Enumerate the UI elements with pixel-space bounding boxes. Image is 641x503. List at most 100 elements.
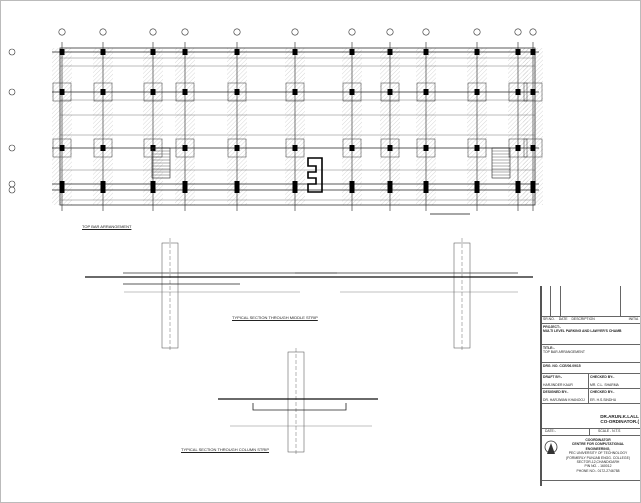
column	[59, 187, 65, 193]
lift-core	[307, 157, 323, 193]
checked-by-label: CHECKED BY:-	[590, 390, 615, 394]
column	[474, 49, 480, 55]
drop-panel	[523, 138, 543, 158]
checked-by: MR. C.L. SHARMA	[590, 383, 619, 387]
designed-by: DR. HARJIWAN KHANOOJ	[543, 398, 585, 402]
column	[234, 49, 240, 55]
column	[387, 49, 393, 55]
org-line: (FORMERLY PUNJAB ENGG. COLLEGE)	[566, 455, 630, 460]
column	[387, 89, 393, 95]
grid-bubble	[181, 28, 189, 36]
column	[530, 181, 536, 187]
column	[515, 145, 521, 151]
column	[515, 49, 521, 55]
drop-panel	[342, 82, 362, 102]
drop-panel	[52, 138, 72, 158]
drop-panel	[285, 138, 305, 158]
column	[100, 181, 106, 187]
org-line: CENTRE FOR COMPUTATIONAL	[571, 442, 625, 447]
column	[150, 49, 156, 55]
org-line: COORDINATOR	[585, 438, 611, 442]
column	[423, 145, 429, 151]
revision-headers: SR.NO. DATE DESCRIPTION INITIA	[542, 316, 640, 323]
drop-panel	[227, 82, 247, 102]
org-line: PHONE NO:- 0172-2746788	[576, 468, 620, 473]
revision-area	[542, 286, 640, 316]
column	[234, 187, 240, 193]
column	[292, 181, 298, 187]
drop-panel	[52, 82, 72, 102]
column	[100, 89, 106, 95]
staircase	[491, 147, 511, 179]
column	[387, 181, 393, 187]
column	[292, 89, 298, 95]
column	[515, 181, 521, 187]
column	[150, 187, 156, 193]
drawing-number: DRG. NO. CCE/06.09/15	[543, 364, 581, 368]
drop-panel	[342, 138, 362, 158]
column	[292, 145, 298, 151]
column	[234, 145, 240, 151]
project-label: PROJECT:-	[543, 325, 561, 329]
draft-by-label: DRAFT BY:-	[543, 375, 563, 379]
title-value: TOP BAR ARRANGEMENT	[543, 350, 585, 354]
scale: SCALE - N.T.S	[598, 429, 621, 433]
column	[530, 49, 536, 55]
column	[292, 187, 298, 193]
grid-bubble	[529, 28, 537, 36]
grid-bubble	[422, 28, 430, 36]
column	[423, 89, 429, 95]
column	[182, 49, 188, 55]
column	[150, 181, 156, 187]
org-line: SECTOR-12,CHANDIGARH	[576, 460, 620, 465]
column	[349, 187, 355, 193]
drop-panel	[416, 82, 436, 102]
rev-header: SR.NO.	[543, 317, 555, 321]
column	[530, 145, 536, 151]
column	[423, 49, 429, 55]
grid-bubble	[8, 186, 16, 194]
column	[474, 89, 480, 95]
column	[515, 89, 521, 95]
plan-outline	[59, 47, 536, 206]
column	[530, 187, 536, 193]
rev-header: DATE	[558, 317, 568, 321]
grid-bubble	[8, 48, 16, 56]
grid-bubble	[514, 28, 522, 36]
title-block: SR.NO. DATE DESCRIPTION INITIA PROJECT:-…	[540, 286, 640, 486]
column	[234, 89, 240, 95]
column	[234, 181, 240, 187]
column	[100, 145, 106, 151]
column	[474, 181, 480, 187]
grid-bubble	[291, 28, 299, 36]
grid-bubble	[233, 28, 241, 36]
drop-panel	[380, 82, 400, 102]
drop-panel	[508, 82, 528, 102]
column	[387, 145, 393, 151]
column	[474, 145, 480, 151]
drop-panel	[380, 138, 400, 158]
rev-header: DESCRIPTION	[571, 317, 595, 321]
column-strip-label: TYPICAL SECTION THROUGH COLUMN STRIP	[181, 447, 270, 452]
org-line: ENGINEERING,	[585, 446, 611, 451]
grid-bubble	[348, 28, 356, 36]
column	[387, 187, 393, 193]
drop-panel	[523, 82, 543, 102]
title-label: TITLE:-	[543, 346, 555, 350]
column	[349, 89, 355, 95]
designed-by-label: DESIGNED BY:-	[543, 390, 569, 394]
column	[182, 89, 188, 95]
column	[59, 145, 65, 151]
column	[182, 187, 188, 193]
drop-panel	[252, 403, 347, 411]
date-label: DATE:-	[542, 429, 590, 435]
column	[349, 145, 355, 151]
drop-panel	[467, 138, 487, 158]
column	[349, 181, 355, 187]
drop-panel	[175, 138, 195, 158]
column	[423, 181, 429, 187]
column	[423, 187, 429, 193]
org-line: PIN NO. - 160012	[584, 464, 612, 469]
drop-panel	[93, 138, 113, 158]
coordinator-name: DR.ARUN.K.LALL	[600, 414, 639, 419]
